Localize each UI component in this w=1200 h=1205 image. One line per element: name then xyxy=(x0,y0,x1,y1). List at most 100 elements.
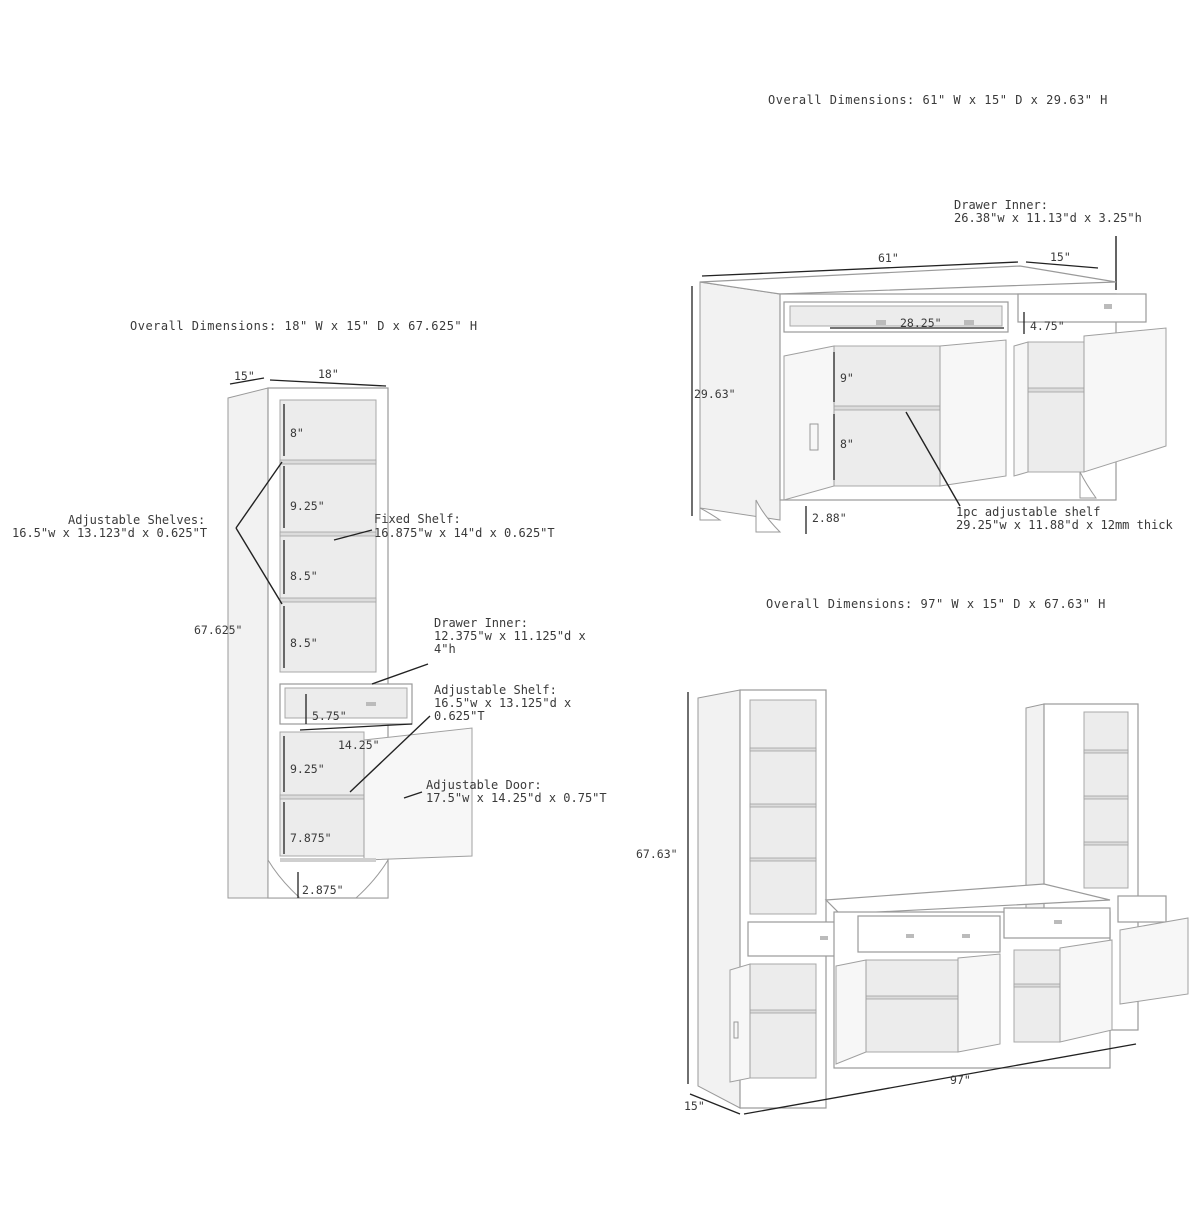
tall-cabinet-figure: Overall Dimensions: 18" W x 15" D x 67.6… xyxy=(12,319,607,899)
drawer-knob-icon xyxy=(1104,304,1112,309)
sideboard-shelf xyxy=(1027,387,1085,393)
sideboard-leg xyxy=(699,507,722,521)
tall-drawer-inner-line1: 12.375"w x 11.125"d x xyxy=(434,629,586,643)
adjustable-shelf-title: Adjustable Shelf: xyxy=(434,683,557,697)
tall-drawer-h-label: 5.75" xyxy=(312,709,347,723)
full-set-figure: Overall Dimensions: 97" W x 15" D x 67.6… xyxy=(636,597,1189,1115)
adjustable-shelves-spec: 16.5"w x 13.123"d x 0.625"T xyxy=(12,526,207,540)
sideboard-s1-label: 9" xyxy=(840,371,854,385)
full-set-width-label: 97" xyxy=(950,1073,971,1087)
sideboard-drawer-inner-spec: 26.38"w x 11.13"d x 3.25"h xyxy=(954,211,1142,225)
dim-line xyxy=(701,261,1019,277)
sideboard-drawer-inside xyxy=(789,305,1003,327)
tall-leg-label: 2.875" xyxy=(302,883,344,897)
dim-line xyxy=(1025,261,1099,269)
adjustable-shelf-line1: 16.5"w x 13.125"d x xyxy=(434,696,571,710)
sideboard-leg xyxy=(1079,471,1097,499)
set-sideboard-interior xyxy=(1013,949,1061,1043)
fixed-shelf-spec: 16.875"w x 14"d x 0.625"T xyxy=(374,526,555,540)
sideboard-title: Overall Dimensions: 61" W x 15" D x 29.6… xyxy=(768,93,1108,107)
sideboard-leg xyxy=(755,499,782,533)
tower-shelf xyxy=(1083,749,1129,754)
leader-line xyxy=(333,529,373,541)
tall-cabinet-title: Overall Dimensions: 18" W x 15" D x 67.6… xyxy=(130,319,478,333)
sideboard-height-label: 29.63" xyxy=(694,387,736,401)
tower-shelf xyxy=(865,995,959,1000)
sideboard-drawer-w-label: 28.25" xyxy=(900,316,942,330)
set-sideboard-door xyxy=(835,959,867,1065)
full-set-height-label: 67.63" xyxy=(636,847,678,861)
tall-drawer-inner-line2: 4"h xyxy=(434,642,456,656)
tower-shelf xyxy=(1083,795,1129,800)
sideboard-door xyxy=(783,345,835,501)
adjustable-shelf-line2: 0.625"T xyxy=(434,709,485,723)
dim-line xyxy=(689,1093,741,1115)
drawer-knob-icon xyxy=(964,320,974,325)
tall-cabinet-shelf xyxy=(279,459,377,465)
tall-cabinet-side xyxy=(227,387,269,899)
drawer-knob-icon xyxy=(1054,920,1062,924)
set-sideboard-door xyxy=(957,953,1001,1053)
adjustable-door-title: Adjustable Door: xyxy=(426,778,542,792)
tall-s6-label: 7.875" xyxy=(290,831,332,845)
sideboard-door xyxy=(1083,327,1167,473)
tall-s3-label: 8.5" xyxy=(290,569,318,583)
sideboard-shelf xyxy=(833,405,941,411)
tall-cabinet-shelf xyxy=(279,597,377,603)
sideboard-s2-label: 8" xyxy=(840,437,854,451)
left-tower-door xyxy=(729,963,751,1083)
leader-line xyxy=(349,715,431,793)
tower-shelf xyxy=(749,803,817,808)
tall-cabinet-shelf xyxy=(279,531,377,537)
tall-cabinet-base xyxy=(280,858,376,862)
adjustable-shelves-title: Adjustable Shelves: xyxy=(68,513,205,527)
adjustable-door-spec: 17.5"w x 14.25"d x 0.75"T xyxy=(426,791,607,805)
tower-shelf xyxy=(749,1009,817,1014)
tall-s2-label: 9.25" xyxy=(290,499,325,513)
sideboard-drawer xyxy=(1017,293,1147,323)
sideboard-interior xyxy=(1027,341,1085,473)
sideboard-figure: Overall Dimensions: 61" W x 15" D x 29.6… xyxy=(691,93,1174,534)
tall-s4-label: 8.5" xyxy=(290,636,318,650)
tower-shelf xyxy=(749,857,817,862)
tall-cabinet-shelf xyxy=(279,794,365,800)
tall-cabinet-drawer-inside xyxy=(284,687,408,719)
sideboard-door xyxy=(939,339,1007,487)
leader-line xyxy=(403,791,423,799)
leader-line xyxy=(371,663,429,685)
sideboard-shelf-note-line1: 1pc adjustable shelf xyxy=(956,505,1101,519)
right-tower-drawer xyxy=(1117,895,1167,923)
full-set-title: Overall Dimensions: 97" W x 15" D x 67.6… xyxy=(766,597,1106,611)
set-sideboard-door xyxy=(1059,939,1113,1043)
sideboard-leg-label: 2.88" xyxy=(812,511,847,525)
set-sideboard-drawer xyxy=(1003,907,1111,939)
tower-shelf xyxy=(1013,983,1061,988)
dim-line xyxy=(229,377,265,385)
sideboard-top xyxy=(699,265,1117,295)
right-tower-interior xyxy=(1083,711,1129,889)
drawer-knob-icon xyxy=(820,936,828,940)
tall-drawer-w-label: 14.25" xyxy=(338,738,380,752)
tall-s5-label: 9.25" xyxy=(290,762,325,776)
tall-depth-label: 15" xyxy=(234,369,255,383)
full-set-depth-label: 15" xyxy=(684,1099,705,1113)
tall-cabinet-lower-interior xyxy=(279,731,365,857)
leader-line xyxy=(905,411,961,507)
sideboard-width-label: 61" xyxy=(878,251,899,265)
leader-line xyxy=(235,461,283,529)
set-sideboard-interior xyxy=(865,959,959,1053)
tower-shelf xyxy=(749,747,817,752)
drawer-knob-icon xyxy=(876,320,886,325)
drawer-knob-icon xyxy=(962,934,970,938)
drawer-knob-icon xyxy=(366,702,376,706)
sideboard-shelf-note-line2: 29.25"w x 11.88"d x 12mm thick xyxy=(956,518,1174,532)
set-sideboard-top xyxy=(824,883,1111,915)
tall-drawer-inner-title: Drawer Inner: xyxy=(434,616,528,630)
sideboard-drawer-inner-title: Drawer Inner: xyxy=(954,198,1048,212)
door-handle-icon xyxy=(733,1021,739,1039)
dim-line xyxy=(269,379,387,387)
tall-s1-label: 8" xyxy=(290,426,304,440)
leader-line xyxy=(235,527,283,605)
